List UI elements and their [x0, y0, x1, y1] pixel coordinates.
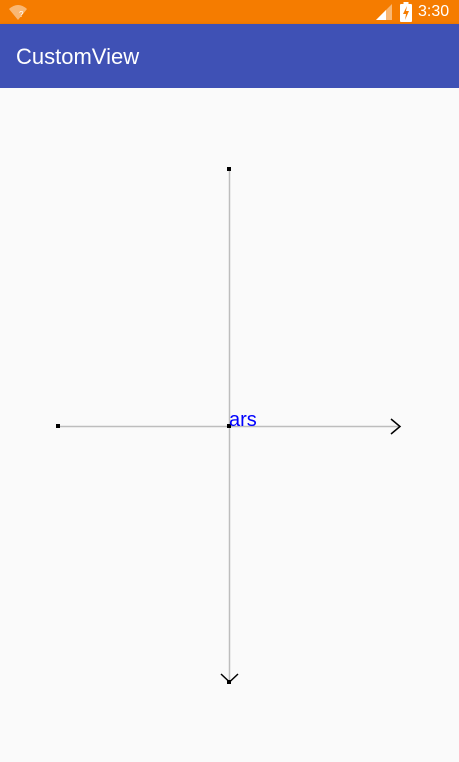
status-bar: ? 3:30: [0, 0, 459, 24]
battery-charging-icon: [400, 2, 412, 22]
left-point: [56, 424, 60, 428]
custom-view-canvas: ars: [0, 88, 459, 762]
status-time: 3:30: [418, 3, 450, 20]
axes-drawing: ars: [56, 167, 402, 684]
app-title: CustomView: [16, 44, 140, 69]
svg-text:?: ?: [19, 10, 24, 19]
arrow-right-icon: [390, 418, 402, 435]
top-point: [227, 167, 231, 171]
app-bar: CustomView: [0, 24, 459, 88]
origin-label: ars: [229, 409, 257, 431]
bottom-point: [227, 680, 231, 684]
signal-icon: [376, 4, 392, 20]
wifi-icon: ?: [9, 5, 27, 20]
center-point: [227, 424, 231, 428]
